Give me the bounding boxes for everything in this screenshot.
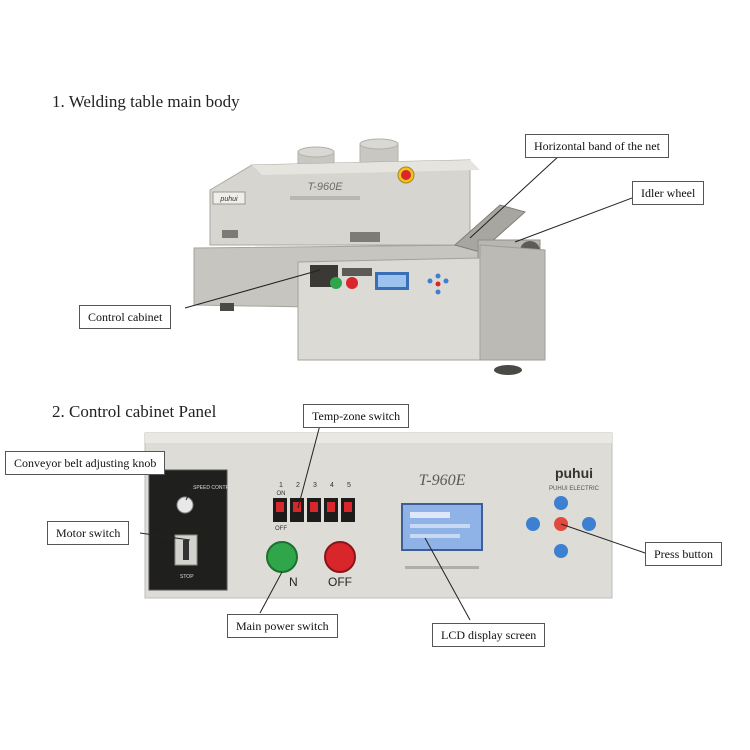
label-main-power-switch: Main power switch — [227, 614, 338, 638]
label-temp-zone-switch: Temp-zone switch — [303, 404, 409, 428]
label-motor-switch: Motor switch — [47, 521, 129, 545]
machine-brand-text: puhui — [219, 196, 238, 203]
green-power-button — [267, 542, 297, 572]
label-idler-wheel: Idler wheel — [632, 181, 704, 205]
zone-number-2: 2 — [296, 482, 300, 489]
panel-brand-text: puhui — [555, 465, 593, 481]
zone-number-3: 3 — [313, 482, 317, 489]
zone-number-1: 1 — [279, 482, 283, 489]
red-power-button — [325, 542, 355, 572]
zone-on-text: ON — [277, 491, 286, 497]
machine-main-body: puhui T-960E — [194, 139, 545, 375]
power-off-text: OFF — [328, 575, 352, 589]
machine-model-text: T-960E — [307, 181, 343, 193]
svg-text:STOP: STOP — [180, 574, 194, 580]
zone-off-text: OFF — [275, 526, 287, 532]
svg-text:SPEED CONTROL: SPEED CONTROL — [193, 485, 236, 491]
label-lcd-display: LCD display screen — [432, 623, 545, 647]
zone-number-4: 4 — [330, 482, 334, 489]
label-conveyor-knob: Conveyor belt adjusting knob — [5, 451, 165, 475]
panel-model-text: T-960E — [419, 472, 466, 489]
label-press-button: Press button — [645, 542, 722, 566]
label-control-cabinet: Control cabinet — [79, 305, 171, 329]
svg-text:PUHUI ELECTRIC: PUHUI ELECTRIC — [549, 486, 600, 492]
zone-number-5: 5 — [347, 482, 351, 489]
power-on-text: N — [289, 575, 298, 589]
control-panel: SPEED CONTROL STOP 1 2 3 4 5 ON OFF N OF… — [145, 433, 612, 598]
label-horizontal-band: Horizontal band of the net — [525, 134, 669, 158]
